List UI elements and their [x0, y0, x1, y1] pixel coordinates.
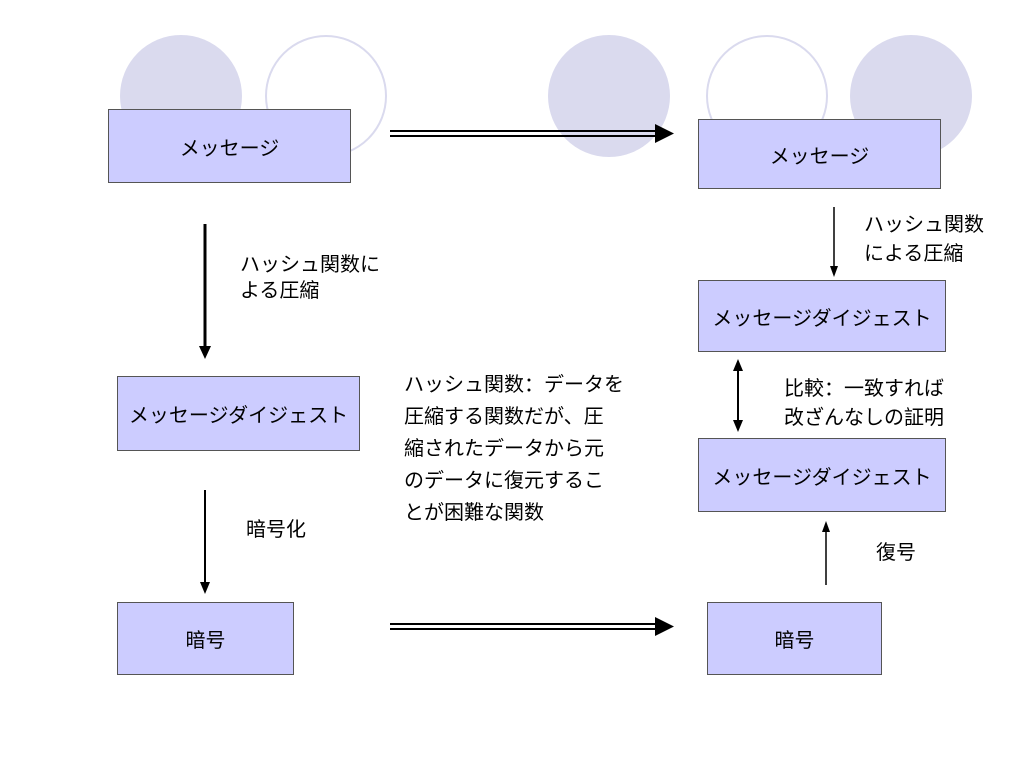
right-compare-label-line: 改ざんなしの証明	[784, 405, 944, 429]
left-encrypt-label-text: 暗号化	[246, 517, 306, 541]
left-hash-label: ハッシュ関数に よる圧縮	[240, 251, 380, 303]
center-note-line: 縮されたデータから元	[404, 436, 604, 460]
right-decrypt-label-text: 復号	[876, 540, 916, 564]
center-note-line: のデータに復元するこ	[404, 468, 604, 492]
arrow-left-encrypt	[200, 490, 210, 594]
arrow-cipher-to-cipher	[390, 617, 674, 636]
right-message-label: メッセージ	[769, 143, 870, 168]
center-note-line: ハッシュ関数：データを	[404, 372, 624, 396]
right-hash-label: ハッシュ関数 による圧縮	[864, 210, 984, 268]
arrow-left-hash	[199, 224, 211, 359]
arrow-message-to-message	[390, 124, 674, 143]
left-cipher-box: 暗号	[117, 602, 294, 675]
right-decrypt-label: 復号	[876, 539, 916, 565]
arrow-right-decrypt	[822, 521, 830, 585]
right-hash-label-line: ハッシュ関数	[864, 212, 984, 236]
left-message-label: メッセージ	[179, 135, 280, 160]
right-compare-label-line: 比較：一致すれば	[784, 376, 944, 400]
right-cipher-label: 暗号	[774, 628, 815, 652]
left-message-box: メッセージ	[108, 109, 351, 183]
right-hash-label-line: による圧縮	[864, 241, 964, 265]
left-encrypt-label: 暗号化	[246, 516, 306, 542]
right-digest-bottom-box: メッセージダイジェスト	[698, 438, 946, 512]
center-note-line: 圧縮する関数だが、圧	[404, 404, 604, 428]
left-digest-box: メッセージダイジェスト	[117, 376, 360, 451]
left-cipher-label: 暗号	[185, 628, 226, 652]
right-compare-label: 比較：一致すれば 改ざんなしの証明	[784, 374, 944, 432]
right-message-box: メッセージ	[698, 119, 941, 189]
right-digest-top-label: メッセージダイジェスト	[712, 305, 932, 330]
right-digest-top-box: メッセージダイジェスト	[698, 280, 946, 352]
center-note-line: とが困難な関数	[404, 500, 544, 524]
arrow-right-compare	[733, 359, 743, 432]
right-cipher-box: 暗号	[707, 602, 882, 675]
right-digest-bottom-label: メッセージダイジェスト	[712, 464, 932, 489]
center-note: ハッシュ関数：データを 圧縮する関数だが、圧 縮されたデータから元 のデータに復…	[404, 368, 624, 528]
left-hash-label-line: よる圧縮	[240, 278, 320, 302]
left-hash-label-line: ハッシュ関数に	[240, 252, 380, 276]
arrow-right-hash	[830, 207, 838, 277]
left-digest-label: メッセージダイジェスト	[128, 403, 349, 427]
